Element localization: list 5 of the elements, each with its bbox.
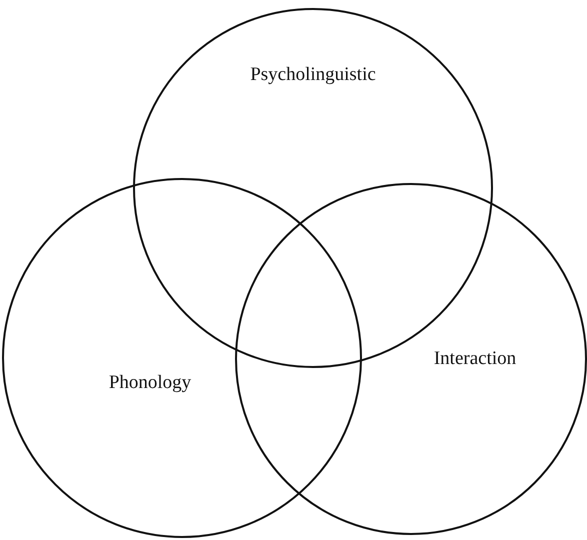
venn-circle [235,183,587,535]
circle-label: Interaction [434,348,516,370]
circle-label: Phonology [108,372,192,394]
circle-label: Psycholinguistic [250,64,376,86]
venn-circle [2,178,362,538]
